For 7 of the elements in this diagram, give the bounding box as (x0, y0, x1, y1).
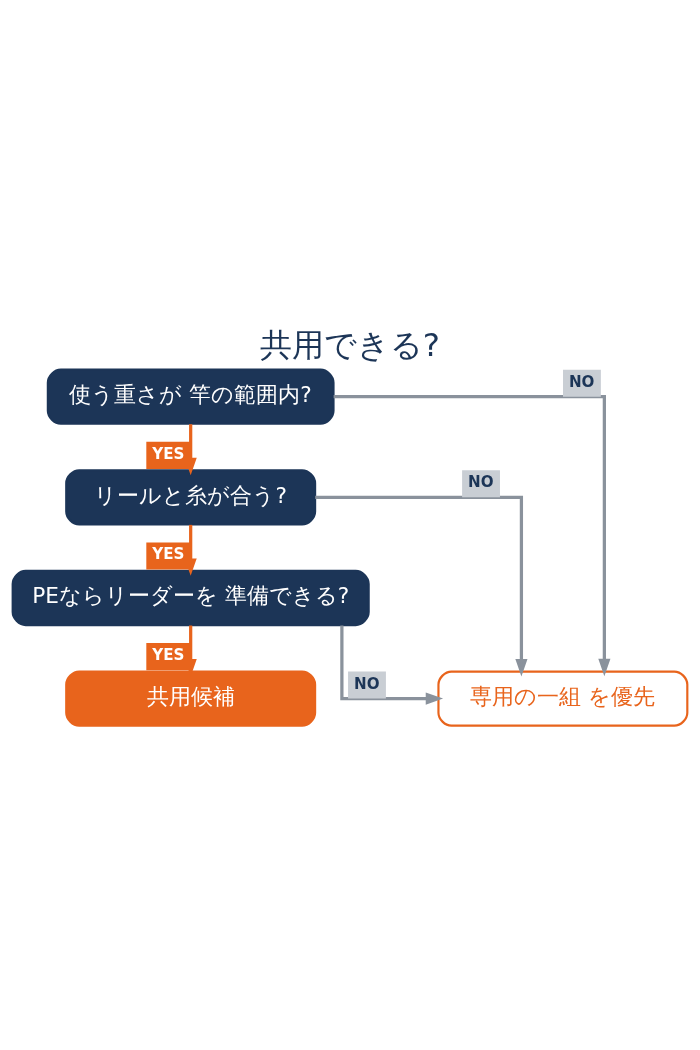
edge-label: NO (354, 674, 380, 693)
edge-label: NO (468, 472, 494, 491)
diagram-title: 共用できる? (259, 325, 441, 364)
edge-label: YES (152, 544, 185, 563)
edge-label: YES (152, 444, 185, 463)
edge-label: YES (152, 645, 185, 664)
edge-label: NO (568, 372, 595, 391)
